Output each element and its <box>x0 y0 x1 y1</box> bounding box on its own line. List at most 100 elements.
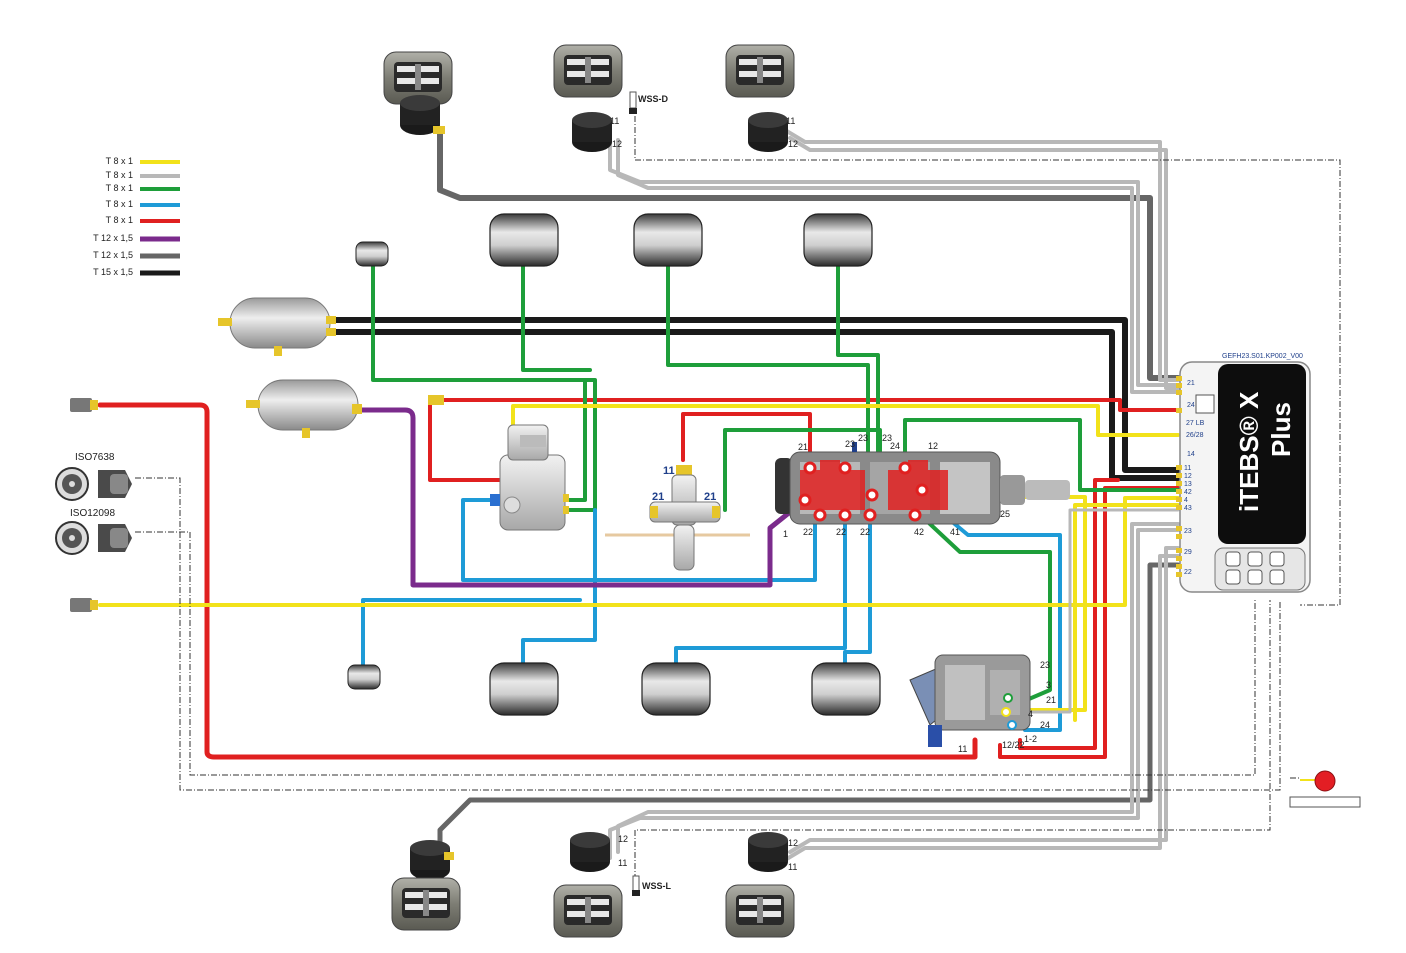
port-label: 12 <box>612 139 622 149</box>
brake-caliper-top-mid: 11 12 <box>553 44 623 152</box>
port-label: 11 <box>958 744 967 754</box>
ecu-port-label: 21 <box>1187 380 1195 387</box>
air-spring <box>803 213 873 267</box>
brake-caliper-top-left <box>383 51 453 135</box>
ecu-port-label: 4 <box>1184 497 1188 504</box>
air-spring <box>489 213 559 267</box>
legend-label: T 12 x 1,5 <box>93 250 133 260</box>
pipe-legend: T 8 x 1 T 8 x 1 T 8 x 1 T 8 x 1 T 8 x 1 … <box>93 156 180 277</box>
port-label: 11 <box>786 116 795 126</box>
port-label: 11 <box>618 858 627 868</box>
port-label: 1 <box>783 529 788 539</box>
ecu-port-label: 22 <box>1184 569 1192 576</box>
port-label: 21 <box>1046 695 1056 705</box>
brake-caliper-bottom-left <box>391 840 461 931</box>
ecu-connector-block <box>1214 547 1306 591</box>
wss-l-label: WSS-L <box>642 881 671 891</box>
port-label: 22 <box>803 527 813 537</box>
port-label: 12 <box>788 139 798 149</box>
brake-caliper-bottom-mid: 12 11 <box>553 832 628 938</box>
wheel-speed-sensor-l: WSS-L <box>632 875 671 896</box>
legend-row: T 8 x 1 <box>106 199 180 209</box>
emergency-switch <box>1289 770 1361 808</box>
legend-row: T 8 x 1 <box>106 156 180 166</box>
legend-label: T 8 x 1 <box>106 156 133 166</box>
wss-d-label: WSS-D <box>638 94 668 104</box>
ecu-port-label: 26/28 <box>1186 432 1204 439</box>
ecu-title-line2: Plus <box>1266 402 1296 457</box>
legend-row: T 12 x 1,5 <box>93 233 180 243</box>
coupling-head-yellow <box>70 598 98 612</box>
air-spring <box>811 662 881 716</box>
ecu-port-label: 29 <box>1184 549 1192 556</box>
air-spring-small-top <box>355 241 389 267</box>
ecu-title-line1: iTEBS® X <box>1234 391 1264 512</box>
legend-label: T 8 x 1 <box>106 170 133 180</box>
air-reservoir-upper <box>218 297 336 356</box>
wheel-speed-sensor-d: WSS-D <box>629 91 668 114</box>
port-label: 21 <box>652 491 664 503</box>
legend-row: T 8 x 1 <box>106 215 180 225</box>
ecu-port-label: 43 <box>1184 505 1192 512</box>
port-label: 23 <box>858 433 868 443</box>
brake-caliper-top-right: 11 12 <box>725 44 798 152</box>
legend-label: T 8 x 1 <box>106 215 133 225</box>
air-spring-small-bottom <box>347 664 381 690</box>
itebs-ecu: GEFH23.S01.KP002_V00 iTEBS® X Plus 21 24… <box>1176 353 1311 593</box>
ecu-port-label: 24 <box>1187 402 1195 409</box>
port-label: 3 <box>1046 680 1051 690</box>
ecu-title: iTEBS® X Plus <box>1234 391 1296 512</box>
iso7638-label: ISO7638 <box>75 452 115 463</box>
port-label: 21 <box>704 491 716 503</box>
iso7638-socket <box>55 467 132 501</box>
legend-label: T 15 x 1,5 <box>93 267 133 277</box>
coupling-head-red <box>70 398 98 412</box>
legend-row: T 8 x 1 <box>106 183 180 193</box>
port-label: 11 <box>663 465 675 477</box>
port-label: 22 <box>860 527 870 537</box>
port-label: 1-2 <box>1024 734 1037 744</box>
port-label: 22 <box>836 527 846 537</box>
port-label: 12 <box>928 441 938 451</box>
port-label: 4 <box>1028 709 1033 719</box>
port-label: 41 <box>950 527 960 537</box>
iso12098-label: ISO12098 <box>70 508 115 519</box>
port-label: 12/22 <box>1002 740 1025 750</box>
brake-caliper-bottom-right: 12 11 <box>725 832 798 938</box>
tee-fitting <box>428 395 444 405</box>
park-release-valve <box>490 424 569 531</box>
port-label: 23 <box>845 439 855 449</box>
ecu-port-label: 23 <box>1184 528 1192 535</box>
air-spring <box>633 213 703 267</box>
ecu-port-label: 13 <box>1184 481 1192 488</box>
port-label: 23 <box>882 433 892 443</box>
legend-row: T 8 x 1 <box>106 170 180 180</box>
legend-row: T 15 x 1,5 <box>93 267 180 277</box>
port-label: 42 <box>914 527 924 537</box>
lift-axle-valve: 23 3 21 4 24 1-2 12/22 11 <box>909 654 1056 754</box>
port-label: 25 <box>1000 509 1010 519</box>
air-reservoir-lower <box>246 379 362 438</box>
air-spring <box>489 662 559 716</box>
port-label: 24 <box>1040 720 1050 730</box>
ecu-port-label: 27 LB <box>1186 420 1205 427</box>
port-label: 23 <box>1040 660 1050 670</box>
legend-label: T 8 x 1 <box>106 183 133 193</box>
ecu-port-label: 14 <box>1187 451 1195 458</box>
ecu-port-label: 12 <box>1184 473 1192 480</box>
air-spring <box>641 662 711 716</box>
port-label: 12 <box>618 834 628 844</box>
ebs-modulator: 21 23 23 23 24 12 1 22 22 22 42 41 25 <box>775 433 1070 539</box>
legend-label: T 8 x 1 <box>106 199 133 209</box>
ecu-part-code: GEFH23.S01.KP002_V00 <box>1222 353 1303 360</box>
iso12098-socket <box>55 521 132 555</box>
port-label: 11 <box>610 116 619 126</box>
ecu-port-label: 42 <box>1184 489 1192 496</box>
port-label: 12 <box>788 838 798 848</box>
port-label: 21 <box>798 442 808 452</box>
port-label: 24 <box>890 441 900 451</box>
ecu-port-label: 11 <box>1184 465 1191 472</box>
legend-label: T 12 x 1,5 <box>93 233 133 243</box>
relay-valve: 11 21 21 <box>605 465 750 571</box>
